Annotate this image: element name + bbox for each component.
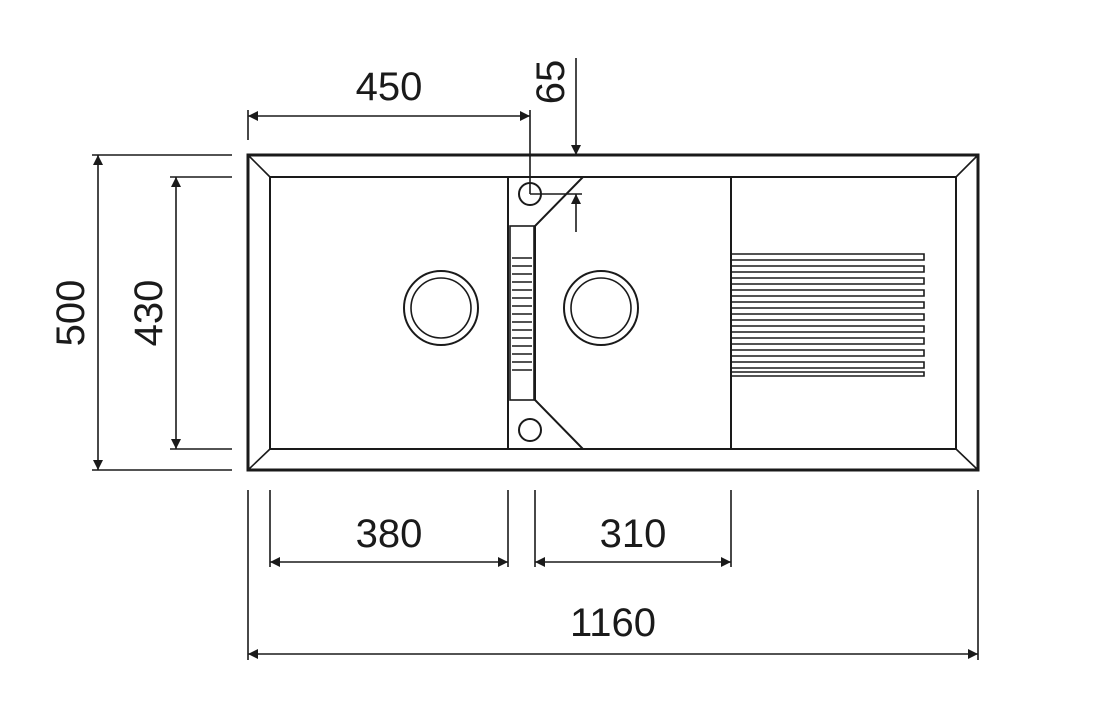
dim-65-label: 65	[529, 60, 573, 105]
dim-430-label: 430	[127, 280, 171, 347]
tap-hole-bottom-icon	[518, 418, 542, 442]
dim-430: 430	[127, 176, 232, 450]
dim-65: 65	[529, 58, 582, 232]
overflow-grille	[512, 257, 532, 371]
drainer-ribs	[731, 253, 925, 377]
outer-frame	[246, 153, 980, 472]
dim-450: 450	[247, 65, 531, 194]
dim-380: 380	[269, 490, 509, 567]
sink-outline	[246, 153, 980, 472]
right-bowl	[563, 177, 732, 449]
middle-divider	[509, 176, 586, 450]
dim-1160-label: 1160	[570, 601, 656, 645]
dim-380-label: 380	[356, 512, 423, 556]
inner-frame	[269, 176, 957, 450]
dim-310: 310	[534, 490, 732, 567]
dim-450-label: 450	[356, 65, 423, 109]
dim-500: 500	[49, 154, 232, 471]
left-bowl	[403, 177, 509, 449]
left-drain-icon	[403, 270, 479, 346]
dim-500-label: 500	[49, 280, 93, 347]
dim-310-label: 310	[600, 512, 667, 556]
right-drain-icon	[563, 270, 639, 346]
dim-1160: 1160	[247, 490, 979, 660]
